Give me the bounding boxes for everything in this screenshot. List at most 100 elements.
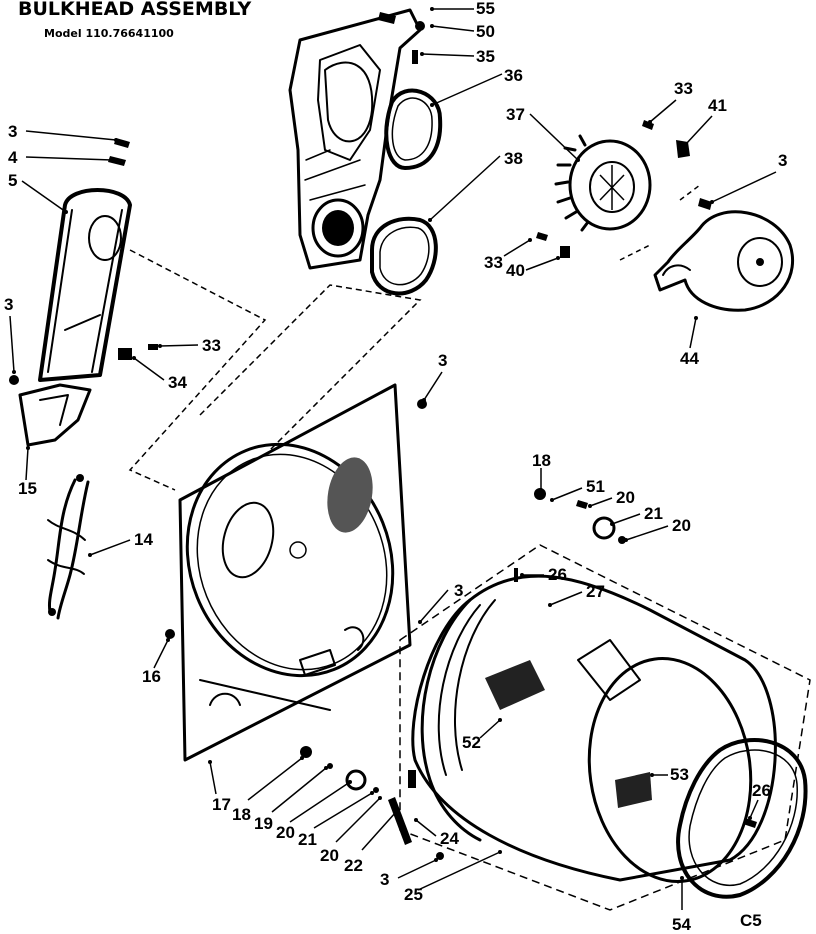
leader-arrowhead <box>132 356 136 360</box>
leader-line <box>415 819 437 837</box>
part-number-label: 17 <box>212 795 231 814</box>
leader-line <box>551 487 583 501</box>
leader-arrowhead <box>434 858 438 862</box>
part-number-label: 52 <box>462 733 481 752</box>
idler-hardware <box>9 138 158 385</box>
leader-arrowhead <box>748 816 752 820</box>
leader-line <box>689 317 697 349</box>
part-number-label: 33 <box>202 336 221 355</box>
leader-arrowhead <box>650 773 654 777</box>
leader-line <box>431 73 503 106</box>
part-number-label: 33 <box>484 253 503 272</box>
leader-arrowhead <box>550 498 554 502</box>
leader-line <box>503 239 531 257</box>
leader-arrowhead <box>588 504 592 508</box>
leader-line <box>247 757 303 801</box>
part-number-label: 37 <box>506 105 525 124</box>
part-number-label: 33 <box>674 79 693 98</box>
leader-arrowhead <box>498 850 502 854</box>
leader-line <box>153 639 169 669</box>
leader-arrowhead <box>166 638 170 642</box>
leader-arrowhead <box>624 538 628 542</box>
leader-line <box>479 719 501 739</box>
leader-line <box>289 781 351 823</box>
leader-line <box>549 591 583 606</box>
part-number-label: 16 <box>142 667 161 686</box>
part-number-label: 50 <box>476 22 495 41</box>
leader-arrowhead <box>12 370 16 374</box>
leader-line <box>419 589 449 623</box>
leader-arrowhead <box>548 603 552 607</box>
leader-arrowhead <box>610 522 614 526</box>
part-number-label: 35 <box>476 47 495 66</box>
duct-seal-38 <box>370 216 438 296</box>
leader-arrowhead <box>348 780 352 784</box>
leader-line <box>649 99 677 123</box>
leader-line <box>685 115 713 145</box>
model-number: Model 110.76641100 <box>44 27 174 40</box>
leader-line <box>21 180 67 213</box>
leader-arrowhead <box>370 791 374 795</box>
part-number-label: 5 <box>8 171 17 190</box>
duct-gasket-36 <box>384 88 443 170</box>
part-number-label: 20 <box>616 488 635 507</box>
part-number-label: 3 <box>778 151 787 170</box>
blower-hardware <box>378 12 712 258</box>
leader-line <box>611 513 641 525</box>
part-number-label: 3 <box>8 122 17 141</box>
leader-line <box>589 497 613 507</box>
part-number-label: 4 <box>8 148 18 167</box>
bulkhead-hardware <box>165 399 757 860</box>
leader-arrowhead <box>414 818 418 822</box>
part-number-label: 40 <box>506 261 525 280</box>
leader-arrowhead <box>428 218 432 222</box>
leader-arrowhead <box>556 256 560 260</box>
guide-lines <box>128 184 811 911</box>
part-number-label: 55 <box>476 0 495 18</box>
leader-arrowhead <box>528 238 532 242</box>
part-number-label: 20 <box>320 846 339 865</box>
leader-arrowhead <box>498 718 502 722</box>
leader-line <box>313 792 373 829</box>
part-number-label: 53 <box>670 765 689 784</box>
leader-line <box>25 156 113 161</box>
leader-arrowhead <box>680 876 684 880</box>
leader-arrowhead <box>422 398 426 402</box>
leader-line <box>711 171 777 203</box>
part-number-label: 21 <box>298 830 317 849</box>
part-number-label: 51 <box>586 477 605 496</box>
corner-code: C5 <box>740 911 762 930</box>
part-number-label: 44 <box>680 349 699 368</box>
part-number-label: 18 <box>232 805 251 824</box>
leader-line <box>89 539 131 556</box>
leader-arrowhead <box>64 210 68 214</box>
leader-arrowhead <box>430 103 434 107</box>
leader-arrowhead <box>694 316 698 320</box>
part-number-label: 3 <box>454 581 463 600</box>
leader-arrowhead <box>324 766 328 770</box>
part-number-label: 15 <box>18 479 37 498</box>
part-number-label: 3 <box>380 870 389 889</box>
leader-arrowhead <box>110 158 114 162</box>
leader-arrowhead <box>88 553 92 557</box>
part-number-label: 3 <box>4 295 13 314</box>
wire-harness <box>47 474 90 620</box>
leader-arrowhead <box>648 120 652 124</box>
part-number-label: 22 <box>344 856 363 875</box>
part-number-label: 36 <box>504 66 523 85</box>
idler-bracket <box>18 383 92 447</box>
part-number-label: 26 <box>548 565 567 584</box>
leader-arrowhead <box>684 142 688 146</box>
leader-arrowhead <box>430 24 434 28</box>
leader-line <box>625 525 669 541</box>
leader-line <box>25 130 117 141</box>
part-number-label: 34 <box>168 373 187 392</box>
leader-arrowhead <box>378 796 382 800</box>
leader-arrowhead <box>158 344 162 348</box>
leader-arrowhead <box>394 810 398 814</box>
part-number-label: 3 <box>438 351 447 370</box>
part-number-label: 14 <box>134 530 153 549</box>
part-number-label: 54 <box>672 915 691 934</box>
